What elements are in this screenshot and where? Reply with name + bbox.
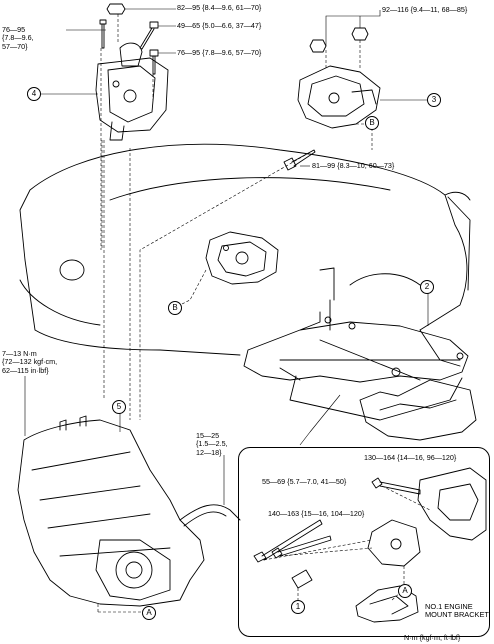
- engine-mount-4: [95, 42, 169, 141]
- torque-label-130-164: 130—164 {14—16, 96—120}: [364, 453, 457, 462]
- inset-bolt-130: [371, 477, 421, 495]
- torque-label-49-65: 49—65 {5.0—6.6, 37—47}: [177, 21, 262, 30]
- crossmember-2: [243, 267, 469, 421]
- emblem-shape: [59, 259, 85, 281]
- inset-mount-bracket: [355, 585, 419, 623]
- car-body-outline: [19, 143, 471, 356]
- torque-label-15-25: 15—25 {1.5—2.5, 12—18}: [196, 431, 228, 457]
- engine-5: [17, 419, 205, 607]
- nut-top-center: [106, 3, 126, 15]
- torque-label-140-163: 140—163 {15—16, 104—120}: [268, 509, 365, 518]
- torque-label-76-95-left: 76—95 {7.8—9.6, 57—70}: [2, 25, 34, 51]
- bracket-label: NO.1 ENGINE MOUNT BRACKET: [425, 602, 489, 620]
- callout-a-inset: A: [398, 584, 412, 598]
- nut-right-2: [351, 27, 369, 41]
- bolt-left: [99, 19, 107, 49]
- torque-label-92-116: 92—116 {9.4—11, 68—85}: [382, 5, 468, 14]
- callout-a-engine: A: [142, 606, 156, 620]
- nut-right-1: [309, 39, 327, 53]
- bolt-76-95-right: [149, 49, 159, 75]
- callout-5: 5: [112, 400, 126, 414]
- callout-b-middle: B: [168, 301, 182, 315]
- engine-hose: [179, 504, 241, 527]
- lower-bracket: [359, 379, 477, 441]
- callout-4: 4: [27, 87, 41, 101]
- engine-mount-3: [297, 65, 381, 129]
- callout-3: 3: [427, 93, 441, 107]
- inset-link: [291, 569, 313, 589]
- inset-bracket-top: [417, 467, 487, 541]
- callout-b-top: B: [365, 116, 379, 130]
- bolt-49-65: [139, 21, 159, 50]
- inset-detail-frame: [238, 447, 490, 637]
- inset-mount-piece: [367, 519, 421, 567]
- inset-bolt-55: [253, 519, 323, 563]
- torque-label-82-95: 82—95 {8.4—9.6, 61—70}: [177, 3, 262, 12]
- callout-1: 1: [291, 600, 305, 614]
- units-label: N·m {kgf·m, ft·lbf}: [404, 633, 461, 642]
- torque-label-76-95-right: 76—95 {7.8—9.6, 57—70}: [177, 48, 262, 57]
- callout-2: 2: [420, 280, 434, 294]
- transmission-mount: [205, 231, 279, 285]
- torque-label-7-13: 7—13 N·m {72—132 kgf·cm, 62—115 in·lbf}: [2, 349, 58, 375]
- inset-bolt-140: [271, 535, 332, 559]
- torque-label-55-69: 55—69 {5.7—7.0, 41—50}: [262, 477, 347, 486]
- torque-label-81-99: 81—99 {8.3—10, 60—73}: [312, 161, 395, 170]
